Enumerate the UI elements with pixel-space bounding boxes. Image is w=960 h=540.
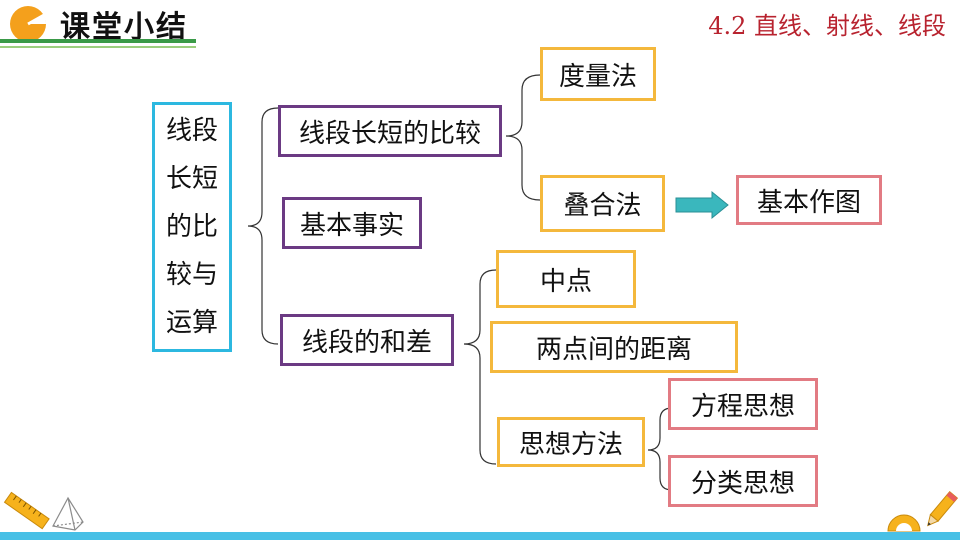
- pencil-icon: [922, 490, 959, 532]
- item-method-label: 思想方法: [518, 429, 623, 460]
- root-label: 线段长短的比较与运算: [165, 116, 218, 338]
- idea-equation-label: 方程思想: [690, 391, 795, 422]
- branch-sum-diff: 线段的和差: [280, 314, 454, 366]
- arrow-to-construction: [675, 190, 729, 220]
- root-brace: [247, 107, 279, 345]
- method-overlap-label: 叠合法: [563, 191, 642, 221]
- method-brace: [647, 407, 673, 491]
- item-midpoint: 中点: [496, 250, 636, 308]
- idea-classification: 分类思想: [668, 455, 818, 507]
- method-overlap: 叠合法: [540, 175, 665, 232]
- sumdiff-brace: [463, 269, 497, 465]
- basic-construction: 基本作图: [736, 175, 882, 225]
- item-midpoint-label: 中点: [539, 266, 592, 297]
- ruler-icon: [2, 488, 50, 532]
- root-box: 线段长短的比较与运算: [152, 102, 232, 352]
- compare-brace: [505, 74, 541, 201]
- item-method: 思想方法: [497, 417, 645, 467]
- method-measure-label: 度量法: [558, 61, 637, 92]
- pie-icon: [8, 4, 48, 44]
- header-underline: [0, 39, 196, 43]
- header-underline-thin: [0, 46, 196, 48]
- item-distance-label: 两点间的距离: [535, 334, 692, 365]
- lesson-title: 4.2 直线、射线、线段: [708, 12, 946, 40]
- item-distance: 两点间的距离: [490, 321, 738, 373]
- bottom-bar: [0, 532, 960, 540]
- branch-compare: 线段长短的比较: [278, 105, 502, 157]
- basic-construction-label: 基本作图: [756, 187, 861, 218]
- idea-equation: 方程思想: [668, 378, 818, 430]
- idea-classification-label: 分类思想: [690, 468, 795, 499]
- branch-fact: 基本事实: [282, 197, 422, 249]
- pyramid-icon: [50, 496, 86, 532]
- branch-sum-diff-label: 线段的和差: [301, 327, 432, 358]
- branch-fact-label: 基本事实: [299, 210, 404, 241]
- branch-compare-label: 线段长短的比较: [298, 118, 481, 149]
- method-measure: 度量法: [540, 47, 656, 101]
- protractor-icon: [886, 510, 922, 532]
